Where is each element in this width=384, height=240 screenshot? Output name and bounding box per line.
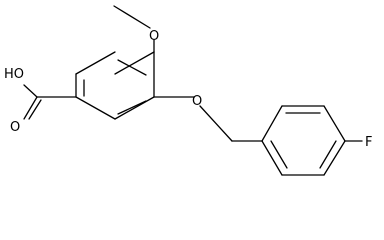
bond [23,84,38,98]
fluoro-group: F [344,135,372,150]
methoxy-group: O [113,5,159,53]
atom-label-fluorine: F [365,135,372,150]
double-bond-inner [28,99,42,120]
double-bond-inner [270,140,288,169]
bond [323,105,346,142]
bond [323,140,346,176]
bond [261,105,283,142]
double-bond-inner [117,59,147,76]
bond [261,140,283,176]
bond [75,51,116,75]
atom-label-methoxy-oxygen: O [149,29,159,44]
bond [23,96,38,120]
benzene-ring-right [261,105,346,176]
ether-linkage: O [153,94,263,142]
bond [114,51,155,75]
bond [199,105,233,142]
chemical-structure: HO O O O F [4,5,372,176]
bond [75,96,116,120]
atom-label-carbonyl-oxygen: O [10,120,20,135]
carboxylic-acid-group: HO O [4,67,77,135]
atom-label-hydroxyl: HO [4,67,24,82]
benzene-ring-left [75,51,155,120]
double-bond-inner [319,140,337,169]
bond [114,96,155,120]
atom-label-ether-oxygen: O [192,94,202,109]
bond [113,5,151,29]
double-bond-inner [117,100,147,115]
